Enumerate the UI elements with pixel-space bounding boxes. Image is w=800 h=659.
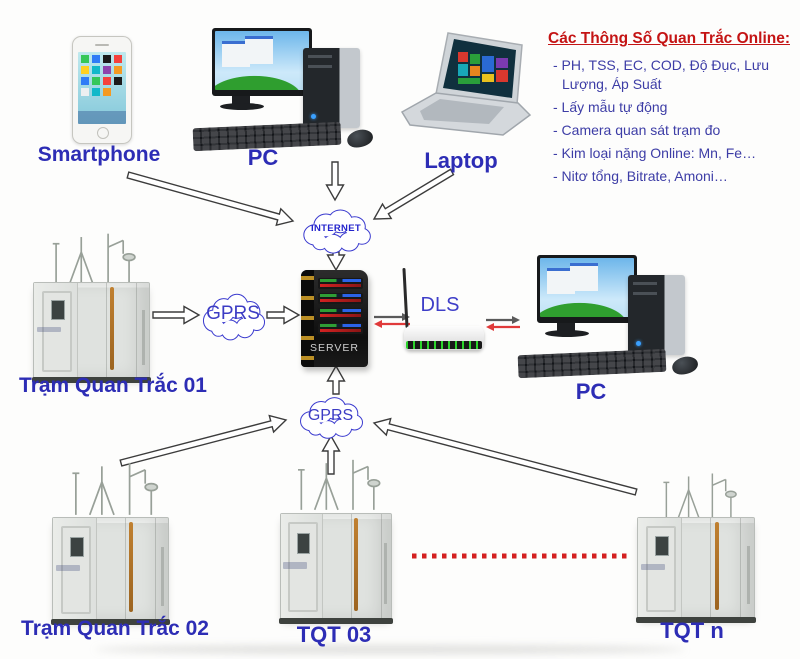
- monitor-stand: [557, 323, 575, 331]
- arrow-gprs-to-server: [266, 305, 301, 325]
- station-01-illustration: [32, 232, 151, 383]
- station-side: [76, 283, 149, 378]
- gprs-bottom-cloud-label: GPRS: [307, 406, 354, 424]
- station-03-illustration: [279, 455, 393, 624]
- monitor: [212, 28, 312, 96]
- router-label: DLS: [420, 294, 460, 316]
- keyboard: [517, 348, 667, 379]
- arrow-station01-to-gprs: [152, 305, 201, 325]
- monitor-base: [545, 330, 589, 337]
- server-bay: [318, 293, 363, 304]
- station-01-label: Trạm Quan Trắc 01: [19, 374, 207, 397]
- station-front: [281, 514, 323, 619]
- station-n-illustration: [636, 472, 756, 623]
- arrow-server-to-dls: [374, 313, 410, 321]
- monitor-screen: [215, 31, 309, 90]
- station-side: [680, 518, 754, 618]
- station-03-label: TQT 03: [296, 622, 372, 647]
- arrow-pc-to-dls: [486, 323, 520, 331]
- pc-right-label: PC: [575, 379, 607, 404]
- server-bay: [318, 323, 363, 334]
- station-02-label: Trạm Quan Trắc 02: [21, 617, 209, 640]
- server-bay: [318, 278, 363, 289]
- internet-cloud-label: INTERNET: [311, 223, 361, 234]
- laptop-illustration: [400, 32, 532, 136]
- monitor-stand: [232, 96, 250, 104]
- station-body: [636, 517, 756, 623]
- panel-item: - Kim loại nặng Online: Mn, Fe…: [553, 145, 757, 161]
- arrow-dls-to-server: [374, 320, 410, 328]
- station-body: [279, 513, 393, 624]
- station-door: [41, 290, 73, 373]
- arrow-tqt03-to-gprs2: [321, 434, 341, 475]
- arrow-pc-to-internet: [325, 161, 345, 202]
- station-antennas: [297, 459, 381, 511]
- panel-item: - Nitơ tổng, Bitrate, Amoni…: [553, 168, 728, 184]
- pc-tower: [628, 275, 685, 355]
- smartphone-label: Smartphone: [37, 143, 161, 166]
- station-door: [288, 522, 318, 613]
- station-body: [32, 282, 151, 383]
- station-02-illustration: [51, 459, 170, 625]
- server-illustration: SERVER: [301, 270, 368, 367]
- laptop-label: Laptop: [424, 148, 498, 173]
- floor-shadow: [95, 645, 685, 654]
- server-bay: [318, 308, 363, 319]
- station-side: [95, 518, 168, 620]
- smartphone-screen: [78, 52, 126, 124]
- panel-item: - Lấy mẫu tự động: [553, 99, 668, 115]
- station-body: [51, 517, 170, 625]
- station-door: [645, 526, 677, 612]
- arrow-station02-to-gprs2: [119, 414, 288, 467]
- station-front: [638, 518, 682, 618]
- monitor: [537, 255, 637, 323]
- router-illustration: [404, 326, 484, 350]
- arrow-smartphone-to-internet: [126, 171, 295, 227]
- pc-tower: [303, 48, 360, 128]
- arrow-tqtn-to-gprs2: [372, 417, 638, 496]
- arrow-internet-to-server: [326, 251, 346, 272]
- pc-top-label: PC: [247, 145, 279, 170]
- station-antennas: [51, 232, 136, 284]
- arrow-laptop-to-internet: [372, 168, 455, 220]
- mouse: [345, 127, 375, 150]
- smartphone-illustration: [72, 36, 132, 144]
- panel-item: - Camera quan sát trạm đo: [553, 122, 721, 138]
- station-front: [53, 518, 97, 620]
- station-antennas: [71, 462, 159, 516]
- gprs-left-cloud-label: GPRS: [206, 303, 260, 324]
- panel-item: - PH, TSS, EC, COD, Độ Đục, Lưu Lượng, Á…: [553, 57, 770, 92]
- station-door: [60, 526, 92, 614]
- station-front: [34, 283, 78, 378]
- arrow-dls-to-pc: [486, 316, 520, 324]
- monitor-screen: [540, 258, 634, 317]
- station-antennas: [662, 472, 737, 518]
- station-side: [321, 514, 391, 619]
- pc-top-illustration: [190, 26, 375, 176]
- pc-right-illustration: [515, 253, 700, 403]
- server-label: SERVER: [310, 342, 359, 354]
- station-n-label: TQT n: [660, 618, 724, 643]
- mouse: [670, 354, 700, 377]
- arrow-gprs2-to-server: [326, 364, 346, 395]
- online-parameters-panel: Các Thông Số Quan Trắc Online: - PH, TSS…: [548, 30, 794, 190]
- monitor-base: [220, 103, 264, 110]
- panel-title: Các Thông Số Quan Trắc Online:: [548, 30, 790, 47]
